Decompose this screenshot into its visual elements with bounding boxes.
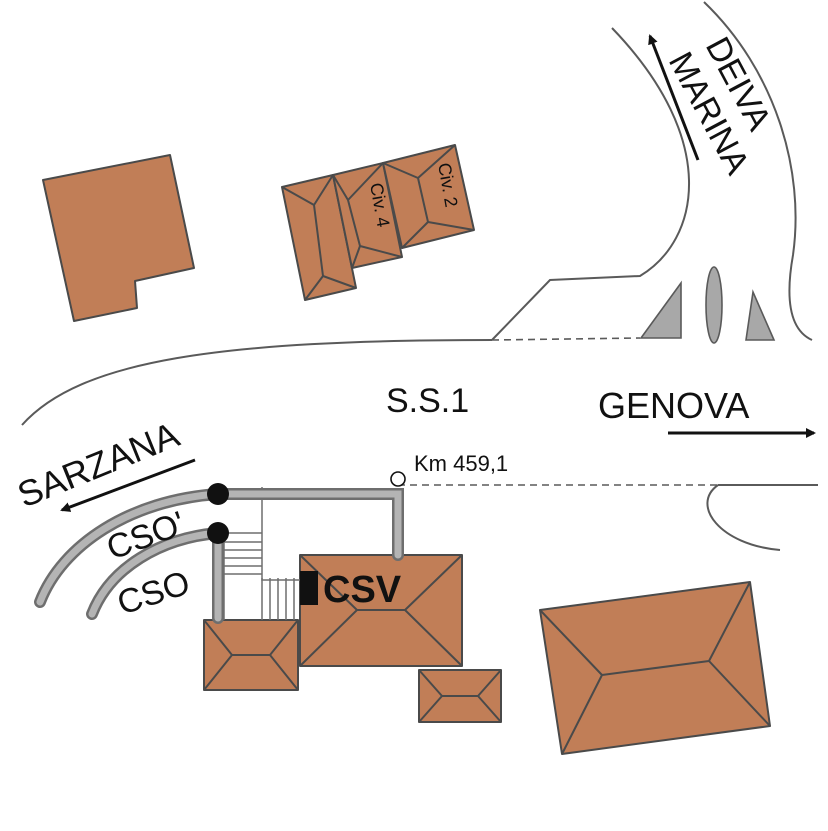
cso-prime-point[interactable] bbox=[207, 483, 229, 505]
label-genova: GENOVA bbox=[598, 385, 749, 426]
traffic-island-left bbox=[639, 280, 682, 339]
label-km: Km 459,1 bbox=[414, 451, 508, 476]
building-civ-4 bbox=[281, 162, 403, 301]
monitoring-points bbox=[207, 471, 406, 605]
arrow-sarzana bbox=[60, 458, 196, 512]
label-ss1: S.S.1 bbox=[386, 382, 469, 420]
km-marker-point[interactable] bbox=[390, 471, 406, 487]
ss1-junction-dashed-edge bbox=[491, 337, 641, 341]
arrow-deiva-marina bbox=[648, 34, 700, 161]
deiva-road-west-edge bbox=[491, 27, 690, 341]
building-csv bbox=[299, 554, 463, 667]
building-small-bottom bbox=[418, 669, 502, 723]
csv-point[interactable] bbox=[300, 571, 318, 605]
stairs bbox=[223, 487, 300, 620]
label-csv: CSV bbox=[323, 569, 402, 611]
building-top-left bbox=[42, 154, 195, 322]
traffic-islands bbox=[639, 266, 776, 344]
pipe-ss1-crossing bbox=[212, 488, 404, 561]
pipelines bbox=[34, 488, 404, 624]
traffic-island-middle bbox=[705, 266, 723, 344]
building-lower-left bbox=[203, 619, 299, 691]
cso-point[interactable] bbox=[207, 522, 229, 544]
side-road-curve bbox=[706, 484, 781, 551]
direction-arrows bbox=[60, 34, 816, 512]
road-network bbox=[21, 1, 818, 551]
building-bottom-right bbox=[539, 581, 771, 755]
ss1-north-edge bbox=[21, 339, 493, 426]
building-civ-2 bbox=[382, 144, 475, 249]
traffic-island-right bbox=[745, 289, 776, 341]
buildings bbox=[42, 144, 771, 755]
deiva-road-east-edge bbox=[703, 1, 813, 341]
